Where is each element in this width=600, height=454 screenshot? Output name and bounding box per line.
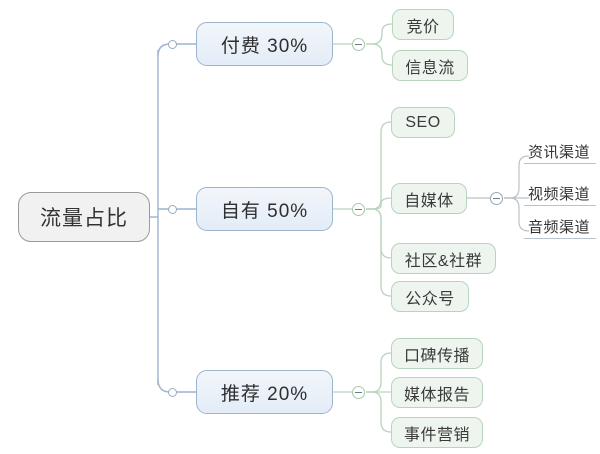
node-referral-child-koubei[interactable]: 口碑传播 [391, 338, 483, 369]
node-label: SEO [405, 113, 441, 131]
node-referral[interactable]: 推荐 20% [196, 370, 333, 414]
edge-paid-child-2 [366, 43, 393, 66]
node-owned[interactable]: 自有 50% [196, 187, 333, 231]
collapse-toggle-zimeiti[interactable] [490, 191, 503, 205]
node-label: 信息流 [405, 59, 455, 77]
node-paid-child-xinxiliu[interactable]: 信息流 [392, 50, 468, 81]
node-paid-label: 付费 30% [220, 35, 309, 57]
collapse-toggle-referral[interactable] [352, 385, 365, 399]
edge-owned-child-seo [366, 121, 392, 210]
collapse-toggle-paid[interactable] [352, 37, 365, 51]
edge-owned-child-shequ [366, 208, 392, 259]
node-label: 口碑传播 [403, 347, 470, 365]
node-label: 社区&社群 [404, 252, 483, 270]
edge-zimeiti-child-3 [504, 197, 530, 232]
edge-trunk-to-paid [157, 43, 196, 57]
node-paid-child-jingjia[interactable]: 竞价 [392, 9, 454, 40]
node-referral-child-meiti[interactable]: 媒体报告 [391, 377, 483, 408]
collapse-toggle-owned[interactable] [352, 202, 365, 216]
node-label: 音频渠道 [528, 220, 591, 236]
edge-referral-child-1 [366, 352, 392, 393]
node-label: 媒体报告 [403, 386, 470, 404]
node-referral-child-shijian[interactable]: 事件营销 [391, 417, 483, 448]
node-zimeiti-child-yinpin[interactable]: 音频渠道 [524, 215, 596, 239]
node-paid[interactable]: 付费 30% [196, 22, 333, 66]
node-root[interactable]: 流量占比 [18, 192, 150, 242]
junction-dot-referral[interactable] [168, 387, 177, 397]
node-owned-child-zimeiti[interactable]: 自媒体 [391, 183, 467, 214]
node-referral-label: 推荐 20% [220, 383, 309, 405]
node-label: 视频渠道 [528, 187, 591, 203]
node-root-label: 流量占比 [40, 207, 128, 230]
node-label: 资讯渠道 [528, 145, 591, 161]
edge-trunk-to-referral [157, 378, 196, 393]
node-label: 事件营销 [403, 426, 470, 444]
node-owned-child-seo[interactable]: SEO [391, 107, 455, 138]
node-owned-child-gongzhonghao[interactable]: 公众号 [391, 281, 469, 312]
node-zimeiti-child-shipin[interactable]: 视频渠道 [524, 182, 596, 206]
junction-dot-owned[interactable] [168, 204, 177, 214]
node-label: 自媒体 [404, 192, 454, 210]
edge-owned-child-gongzhonghao [366, 208, 392, 297]
edge-paid-child-1 [366, 23, 393, 45]
node-zimeiti-child-zixun[interactable]: 资讯渠道 [524, 140, 596, 164]
edge-referral-child-3 [366, 391, 392, 433]
node-owned-label: 自有 50% [220, 200, 309, 222]
node-label: 竞价 [406, 18, 440, 36]
node-owned-child-shequ[interactable]: 社区&社群 [391, 243, 496, 274]
junction-dot-paid[interactable] [168, 39, 177, 49]
node-label: 公众号 [405, 290, 455, 308]
